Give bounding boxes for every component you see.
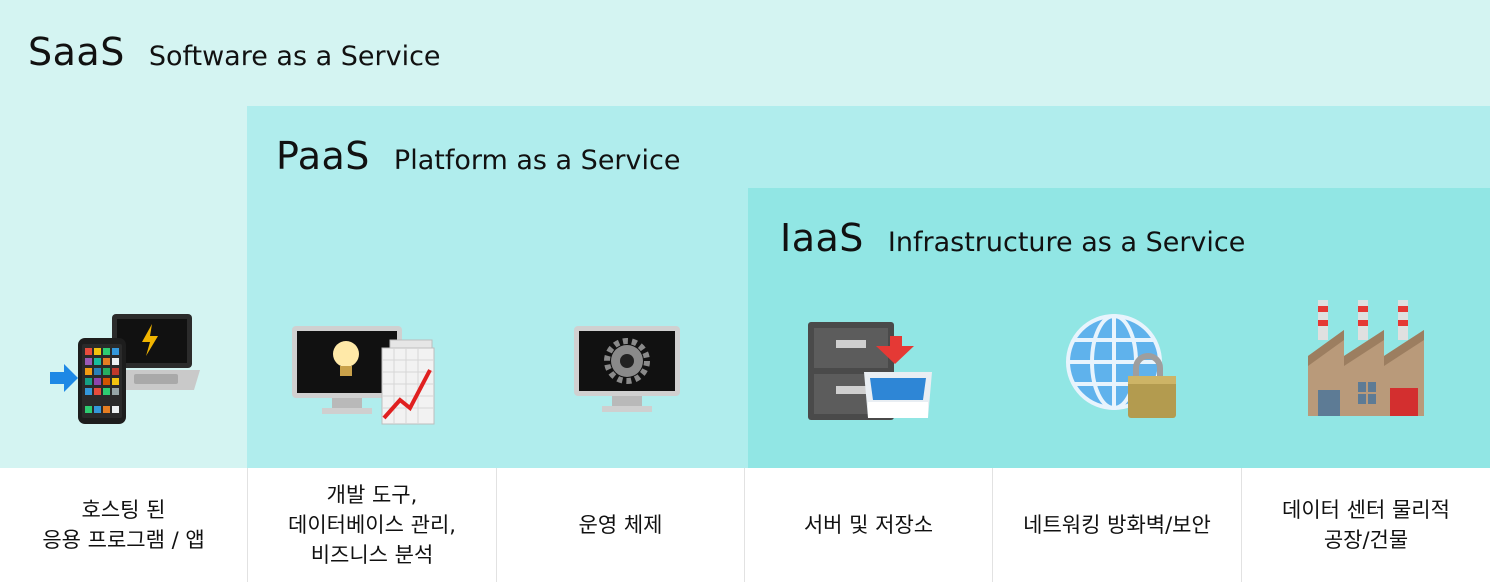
paas-abbr: PaaS — [276, 134, 370, 178]
os-settings-icon — [574, 326, 680, 412]
paas-title: PaaS Platform as a Service — [276, 134, 680, 178]
iaas-full-name: Infrastructure as a Service — [887, 227, 1246, 258]
saas-abbr: SaaS — [28, 30, 125, 74]
label-servers-storage: 서버 및 저장소 — [745, 468, 993, 582]
iaas-title: IaaS Infrastructure as a Service — [780, 216, 1245, 260]
label-datacenter: 데이터 센터 물리적 공장/건물 — [1282, 498, 1450, 552]
label-networking-security: 네트워킹 방화벽/보안 — [993, 468, 1242, 582]
server-storage-icon — [808, 322, 932, 420]
iaas-abbr: IaaS — [780, 216, 864, 260]
layer-labels-row: 호스팅 된 응용 프로그램 / 앱 개발 도구, 데이터베이스 관리, 비즈니스… — [0, 468, 1490, 582]
label-hosted-apps: 호스팅 된 응용 프로그램 / 앱 — [0, 468, 248, 582]
dev-tools-icon — [292, 326, 435, 425]
factory-icon — [1308, 300, 1424, 416]
saas-title: SaaS Software as a Service — [28, 30, 441, 74]
devices-icon — [50, 314, 200, 424]
network-security-icon — [1066, 314, 1176, 418]
paas-full-name: Platform as a Service — [393, 145, 681, 176]
saas-full-name: Software as a Service — [148, 41, 441, 72]
label-dev-tools: 개발 도구, 데이터베이스 관리, 비즈니스 분석 — [248, 468, 497, 582]
label-operating-system: 운영 체제 — [497, 468, 745, 582]
